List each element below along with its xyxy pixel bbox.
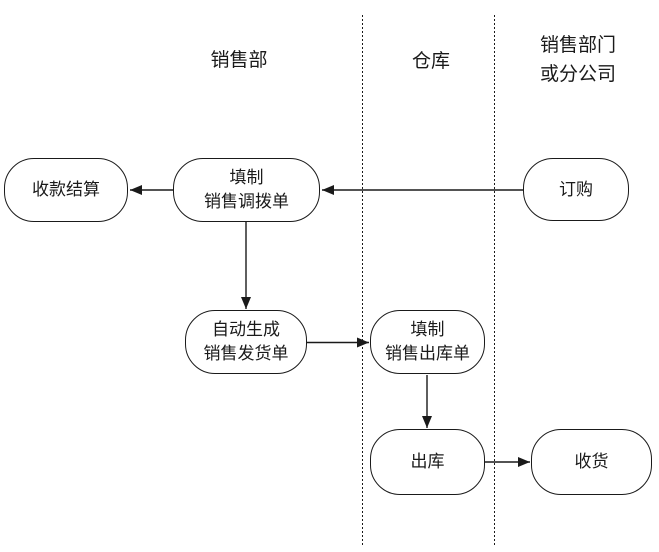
node-order: 订购 — [523, 158, 629, 221]
lane-header-sales-branch: 销售部门 或分公司 — [539, 35, 617, 85]
lane-header-sales-dept: 销售部 — [210, 50, 268, 71]
lane-header-warehouse: 仓库 — [411, 51, 451, 72]
node-receive-goods: 收货 — [531, 429, 652, 495]
node-fill-sales-transfer-order: 填制 销售调拨单 — [173, 158, 320, 222]
node-outbound: 出库 — [370, 429, 485, 495]
node-fill-sales-outbound-order: 填制 销售出库单 — [370, 310, 485, 374]
node-autogen-sales-delivery-order: 自动生成 销售发货单 — [185, 310, 307, 374]
node-payment-settlement: 收款结算 — [4, 158, 128, 222]
